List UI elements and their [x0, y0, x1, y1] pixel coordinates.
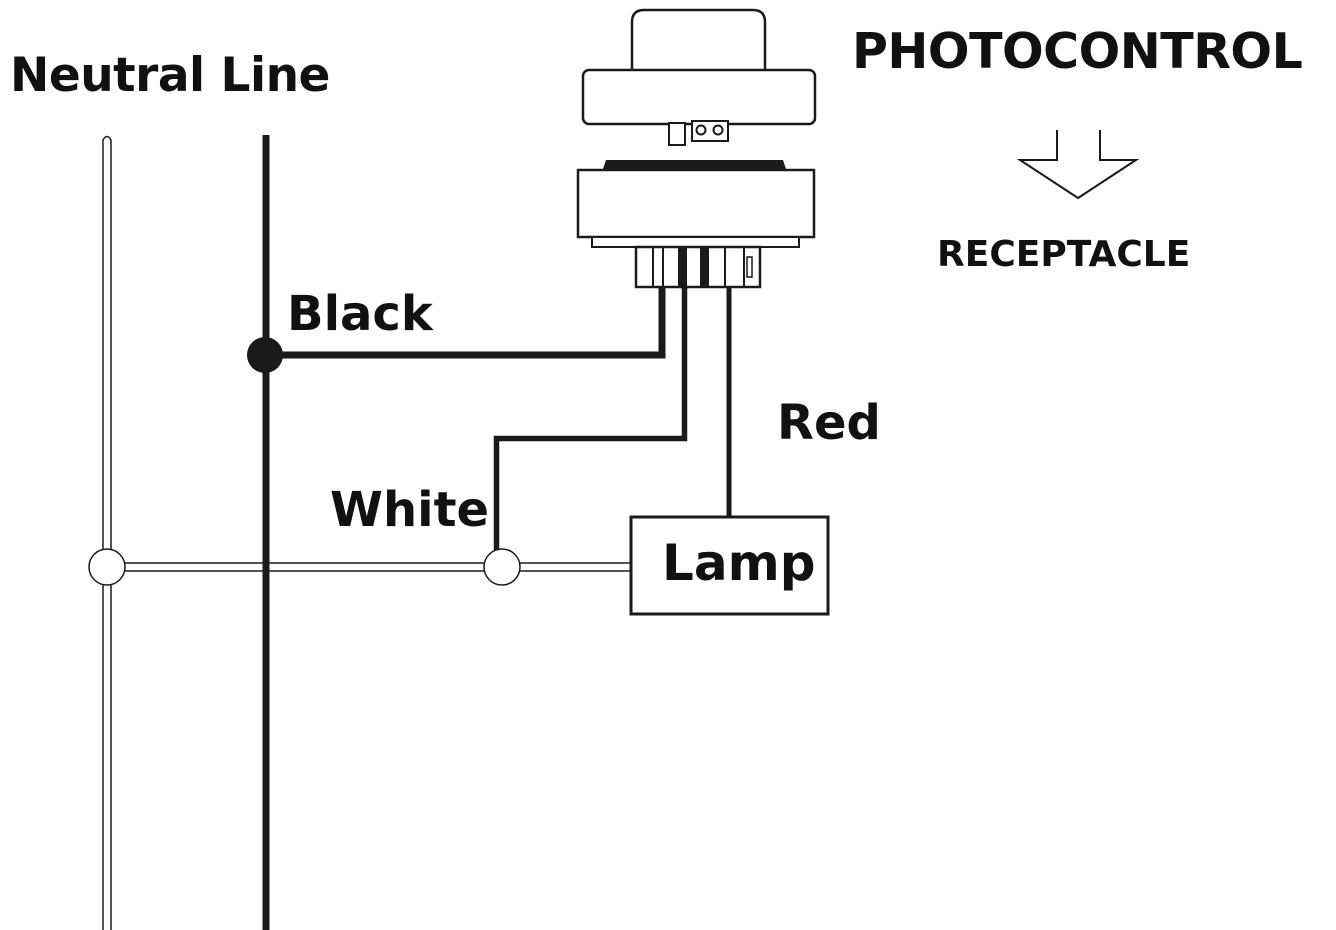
black-junction-dot — [247, 337, 283, 373]
neutral-line-label: Neutral Line — [10, 48, 330, 103]
white-junction-node — [483, 548, 521, 586]
receptacle-device — [576, 160, 816, 289]
white-wire-receptacle — [493, 285, 693, 556]
neutral-line-wire — [102, 135, 112, 930]
red-wire-label: Red — [777, 395, 881, 451]
photocontrol-device — [581, 8, 817, 146]
white-wire-horizontal — [108, 562, 632, 572]
lamp-label: Lamp — [662, 534, 816, 592]
lamp-box — [629, 515, 830, 616]
neutral-junction-node — [88, 548, 126, 586]
photocontrol-label: PHOTOCONTROL — [852, 23, 1303, 80]
down-arrow-icon — [1016, 130, 1140, 200]
white-wire-label: White — [330, 482, 490, 538]
black-wire-label: Black — [287, 286, 433, 342]
receptacle-label: RECEPTACLE — [937, 234, 1191, 275]
black-wire — [266, 285, 666, 359]
